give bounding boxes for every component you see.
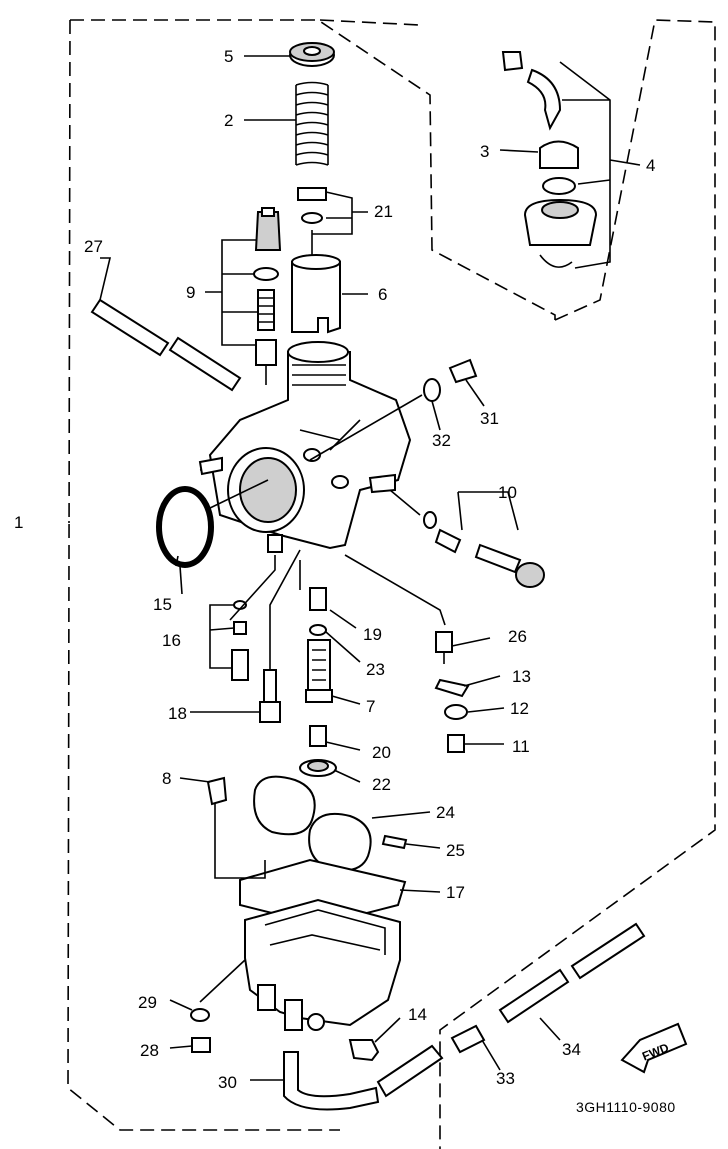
callout-17: 17 (446, 883, 465, 902)
callout-14: 14 (408, 1005, 427, 1024)
callout-9: 9 (186, 283, 195, 302)
callout-23: 23 (366, 660, 385, 679)
part-4-cable-adjuster-set (501, 51, 598, 268)
callout-1: 1 (14, 513, 23, 532)
callout-28: 28 (140, 1041, 159, 1060)
part-10-throttle-stop-screw (423, 511, 545, 588)
part-18-pilot-jet (259, 669, 281, 723)
callout-labels: 1 2 3 4 5 6 7 8 9 10 11 12 13 14 15 16 1… (14, 47, 655, 1092)
part-25-float-pin (381, 834, 408, 850)
part-15-o-ring (156, 486, 214, 568)
part-11-screw (447, 734, 465, 753)
part-21-needle-clip (297, 187, 327, 224)
part-31-screw (448, 358, 478, 384)
callout-22: 22 (372, 775, 391, 794)
callout-20: 20 (372, 743, 391, 762)
part-22-washer (299, 759, 337, 777)
assembly-boundary (67, 19, 716, 1149)
callout-12: 12 (510, 699, 529, 718)
part-5-cap (289, 42, 335, 67)
part-7-main-nozzle (305, 639, 333, 703)
part-13-bracket (434, 678, 470, 698)
callout-6: 6 (378, 285, 387, 304)
callout-19: 19 (363, 625, 382, 644)
leader-lines (68, 55, 641, 1081)
drawing-code: 3GH1110-9080 (576, 1099, 676, 1115)
part-12-washer (444, 704, 468, 720)
part-24-float (253, 775, 372, 872)
part-8-screw (206, 776, 228, 806)
callout-27: 27 (84, 237, 103, 256)
part-14-drain-screw (348, 1039, 380, 1062)
part-29-washer (190, 1008, 210, 1022)
fwd-arrow-icon: FWD (620, 1022, 688, 1074)
carburetor-body (198, 341, 412, 553)
part-34-overflow-tube (498, 922, 646, 1024)
callout-4: 4 (646, 156, 655, 175)
callout-2: 2 (224, 111, 233, 130)
part-30-hose-segment (376, 1044, 444, 1098)
part-19-needle-jet (309, 587, 327, 611)
callout-32: 32 (432, 431, 451, 450)
float-bowl (244, 898, 401, 1031)
part-32-washer (423, 378, 441, 402)
part-2-spring (295, 81, 329, 166)
callout-34: 34 (562, 1040, 581, 1059)
part-30-drain-hose (283, 1051, 380, 1111)
callout-31: 31 (480, 409, 499, 428)
callout-30: 30 (218, 1073, 237, 1092)
part-16-pilot-screw-set (231, 600, 249, 681)
callout-16: 16 (162, 631, 181, 650)
callout-18: 18 (168, 704, 187, 723)
callout-24: 24 (436, 803, 455, 822)
callout-3: 3 (480, 142, 489, 161)
callout-29: 29 (138, 993, 157, 1012)
callout-11: 11 (512, 737, 530, 756)
callout-21: 21 (374, 202, 393, 221)
callout-5: 5 (224, 47, 233, 66)
callout-7: 7 (366, 697, 375, 716)
callout-26: 26 (508, 627, 527, 646)
part-6-throttle-valve (291, 230, 341, 334)
part-3-cap (539, 140, 579, 169)
part-9-starter-plunger (253, 207, 282, 385)
part-28-drain-plug (191, 1037, 211, 1053)
part-26-fitting (435, 631, 453, 664)
callout-8: 8 (162, 769, 171, 788)
part-17-gasket (239, 858, 407, 927)
part-20-main-jet (309, 725, 327, 747)
callout-13: 13 (512, 667, 531, 686)
callout-15: 15 (153, 595, 172, 614)
callout-25: 25 (446, 841, 465, 860)
callout-10: 10 (498, 483, 517, 502)
part-33-fitting (450, 1024, 486, 1054)
part-23-o-ring (309, 624, 327, 636)
part-27-vent-tube (90, 298, 242, 392)
callout-33: 33 (496, 1069, 515, 1088)
